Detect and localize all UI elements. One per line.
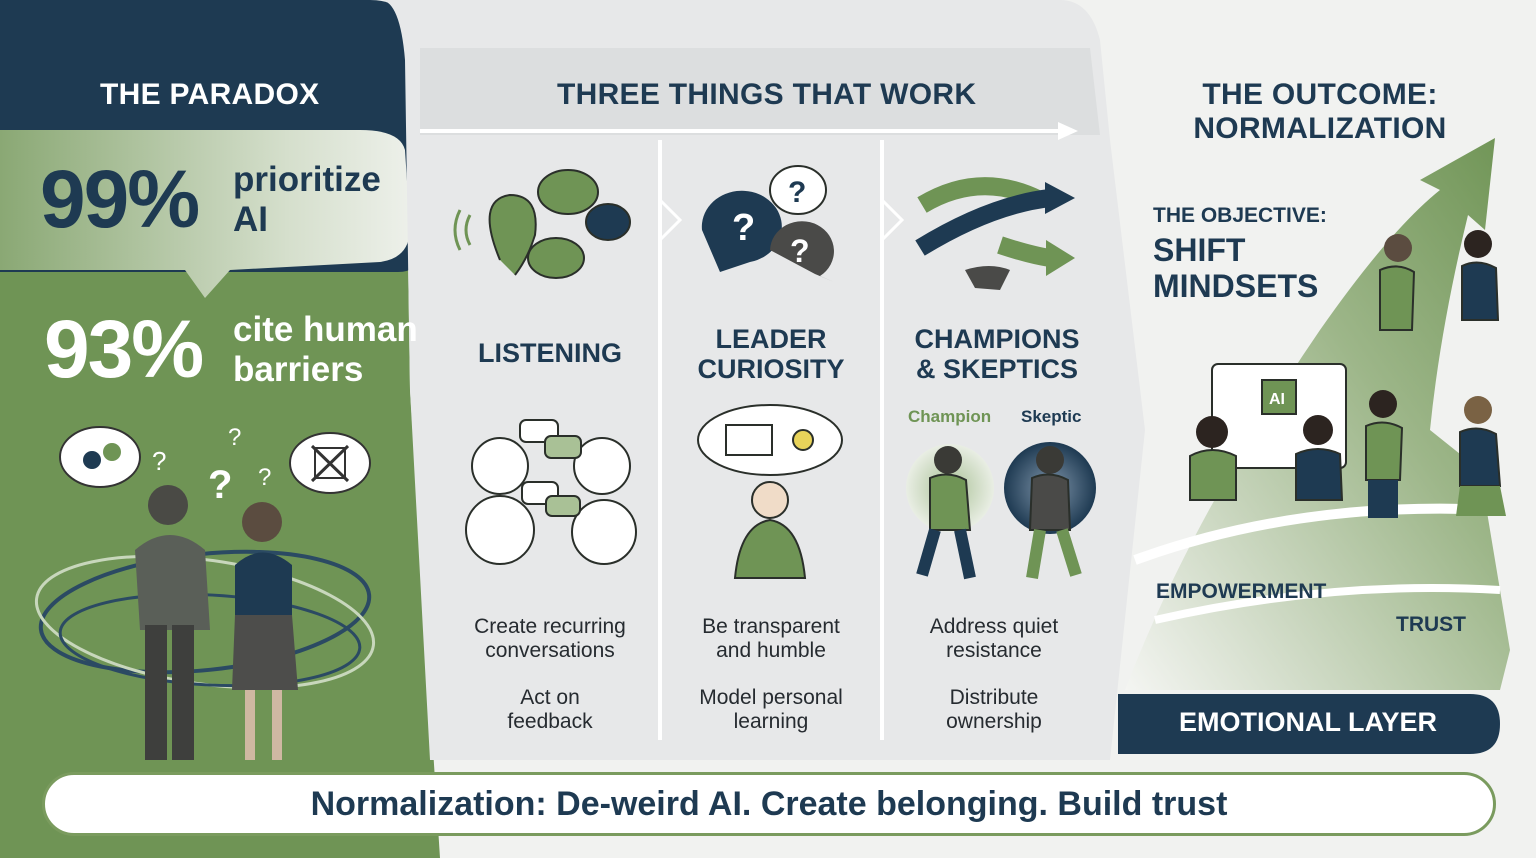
col1-item1: Create recurring conversations: [440, 615, 660, 663]
footer-banner: Normalization: De-weird AI. Create belon…: [42, 772, 1496, 836]
objective-label: THE OBJECTIVE:: [1153, 204, 1327, 227]
col2-item1-line2: and humble: [716, 639, 826, 662]
empowerment-label: EMPOWERMENT: [1156, 580, 1327, 603]
outcome-title-line1: THE OUTCOME:: [1202, 78, 1438, 111]
emotional-layer-label: EMOTIONAL LAYER: [1178, 707, 1438, 737]
col2-title-line2: CURIOSITY: [697, 354, 845, 384]
svg-text:?: ?: [152, 446, 166, 476]
svg-text:?: ?: [732, 207, 755, 249]
col2-item1: Be transparent and humble: [662, 615, 880, 663]
col3-title: CHAMPIONS & SKEPTICS: [884, 324, 1110, 384]
col1-item1-line2: conversations: [485, 639, 615, 662]
col2-item2-line1: Model personal: [699, 686, 843, 709]
footer-text: Normalization: De-weird AI. Create belon…: [310, 784, 1228, 823]
skeptic-label: Skeptic: [1021, 407, 1082, 426]
outcome-title-line2: NORMALIZATION: [1193, 112, 1447, 145]
col3-item2-line2: ownership: [946, 710, 1042, 733]
col3-title-line1: CHAMPIONS: [914, 324, 1080, 354]
col3-item2: Distribute ownership: [884, 686, 1104, 734]
col1-item1-line1: Create recurring: [474, 615, 626, 638]
outcome-title: THE OUTCOME: NORMALIZATION: [1150, 78, 1490, 146]
col1-item2-line1: Act on: [520, 686, 580, 709]
col3-item1-line2: resistance: [946, 639, 1042, 662]
col2-item1-line1: Be transparent: [702, 615, 840, 638]
col1-item2: Act on feedback: [440, 686, 660, 734]
svg-text:?: ?: [790, 233, 810, 269]
stat2-label: cite human barriers: [233, 310, 418, 390]
stat2-label-line1: cite human: [233, 310, 418, 349]
stat2-value: 93%: [44, 304, 204, 395]
objective-text: SHIFT MINDSETS: [1153, 232, 1318, 304]
col2-title: LEADER CURIOSITY: [662, 324, 880, 384]
stat1-label-line2: AI: [233, 200, 268, 239]
col1-item2-line2: feedback: [507, 710, 593, 733]
objective-line2: MINDSETS: [1153, 268, 1319, 304]
col3-item1-line1: Address quiet: [929, 615, 1059, 638]
col1-title-line1: LISTENING: [477, 338, 622, 368]
stat1-label: prioritize AI: [233, 160, 381, 240]
three-things-title: THREE THINGS THAT WORK: [557, 78, 977, 111]
col1-title: LISTENING: [440, 338, 660, 368]
col3-item2-line1: Distribute: [949, 686, 1039, 709]
svg-text:AI: AI: [1269, 391, 1285, 408]
paradox-title: THE PARADOX: [100, 78, 320, 111]
trust-label: TRUST: [1396, 613, 1466, 636]
stat1-label-line1: prioritize: [233, 160, 381, 199]
stat1-value: 99%: [40, 154, 200, 245]
stat2-label-line2: barriers: [233, 350, 364, 389]
svg-text:?: ?: [208, 463, 232, 507]
svg-text:?: ?: [228, 424, 241, 451]
svg-text:?: ?: [788, 176, 806, 209]
svg-text:?: ?: [258, 464, 271, 491]
col2-item2: Model personal learning: [662, 686, 880, 734]
col2-title-line1: LEADER: [715, 324, 827, 354]
col2-item2-line2: learning: [733, 710, 809, 733]
col3-item1: Address quiet resistance: [884, 615, 1104, 663]
objective-line1: SHIFT: [1153, 232, 1246, 268]
champion-label: Champion: [908, 407, 992, 426]
col3-title-line2: & SKEPTICS: [915, 354, 1079, 384]
